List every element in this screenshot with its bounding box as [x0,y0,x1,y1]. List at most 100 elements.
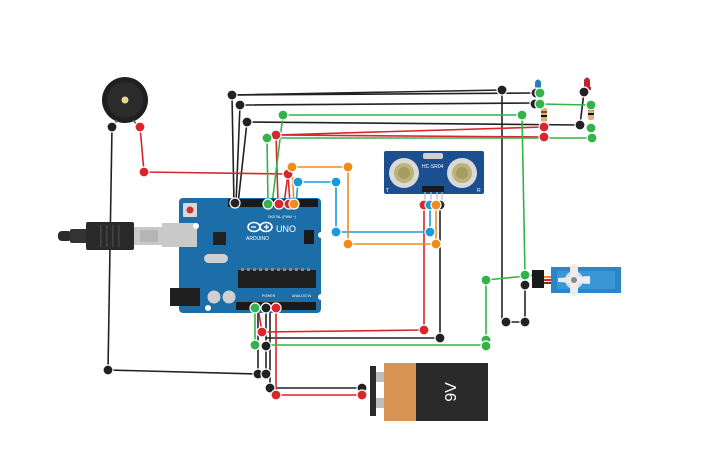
mounting-hole [318,232,324,238]
arduino-uno-board[interactable]: ARDUINO UNO DIGITAL (PWM ~) POWER ANALOG… [162,198,324,313]
wire-green[interactable] [539,103,591,106]
wire-black[interactable] [237,121,248,205]
wire-node[interactable] [586,132,598,144]
mounting-hole [318,294,324,300]
mounting-hole [205,305,211,311]
wire-node[interactable] [574,119,586,131]
sensor-t-label: T [386,188,389,194]
arduino-logo-text: ARDUINO [246,236,269,242]
buzzer[interactable] [102,77,148,128]
wire-node[interactable] [534,98,546,110]
wire-red[interactable] [275,134,545,138]
wire-node[interactable] [134,121,146,133]
wire-node[interactable] [534,87,546,99]
wire-node[interactable] [264,382,276,394]
wire-node[interactable] [330,176,342,188]
wire-node[interactable] [578,86,590,98]
wire-node[interactable] [585,122,597,134]
capacitor [222,290,236,304]
sensor-pin-header [422,186,444,192]
usb-cable[interactable] [58,222,162,250]
wire-red[interactable] [275,126,545,136]
connection-nodes [102,84,598,401]
transmitter-icon [389,158,419,188]
wire-node[interactable] [273,198,285,210]
mounting-hole [193,223,199,229]
battery-9v[interactable]: 9V [370,363,488,421]
wire-node[interactable] [138,166,150,178]
wire-node[interactable] [496,84,508,96]
wire-node[interactable] [356,389,368,401]
buzzer-icon [102,77,148,128]
arduino-logo-icon [247,221,273,233]
wire-node[interactable] [288,198,300,210]
wire-node[interactable] [430,238,442,250]
battery-label: 9V [443,382,460,402]
wire-node[interactable] [226,89,238,101]
wire-node[interactable] [585,99,597,111]
wire-black[interactable] [231,92,537,96]
wire-node[interactable] [434,332,446,344]
wire-node[interactable] [538,121,550,133]
wire-node[interactable] [262,198,274,210]
wire-node[interactable] [330,226,342,238]
wire-black[interactable] [505,284,526,323]
servo-icon [532,264,621,296]
sensor-crystal [423,153,443,159]
wire-node[interactable] [249,302,261,314]
wire-green[interactable] [271,114,284,205]
wire-node[interactable] [286,161,298,173]
wire-node[interactable] [256,326,268,338]
wire-black[interactable] [239,102,536,106]
wire-black[interactable] [231,94,235,205]
wire-node[interactable] [260,302,272,314]
power-jack [170,288,200,306]
wire-node[interactable] [480,274,492,286]
wire-node[interactable] [270,302,282,314]
wire-node[interactable] [292,176,304,188]
wire-node[interactable] [270,389,282,401]
ultrasonic-sensor[interactable]: HC-SR04 T R [384,151,484,205]
receiver-icon [447,158,477,188]
wire-node[interactable] [261,132,273,144]
wire-node[interactable] [106,121,118,133]
resistor[interactable] [541,108,547,122]
wire-node[interactable] [277,109,289,121]
sensor-model-text: HC-SR04 [422,164,444,170]
wire-node[interactable] [500,316,512,328]
wire-black[interactable] [235,104,241,205]
digital-header-label: DIGITAL (PWM ~) [268,215,296,219]
wire-node[interactable] [241,116,253,128]
wire-node[interactable] [519,279,531,291]
wire-node[interactable] [516,109,528,121]
wire-node[interactable] [342,238,354,250]
wire-node[interactable] [480,340,492,352]
analog-header-label: ANALOG IN [292,294,312,298]
usb-chip [213,232,226,245]
servo-motor[interactable] [532,264,621,296]
wire-node[interactable] [418,324,430,336]
wire-node[interactable] [234,99,246,111]
wire-red[interactable] [275,307,363,396]
wire-node[interactable] [249,339,261,351]
wire-node[interactable] [424,226,436,238]
wire-node[interactable] [260,340,272,352]
wire-green[interactable] [266,137,269,205]
usb-plug-icon [58,222,162,250]
wire-node[interactable] [229,197,241,209]
wire-node[interactable] [102,364,114,376]
crystal [204,254,228,263]
wire-node[interactable] [519,269,531,281]
wire-node[interactable] [538,131,550,143]
wire-node[interactable] [260,368,272,380]
capacitor [207,290,221,304]
arduino-model-text: UNO [276,224,296,234]
wire-node[interactable] [342,161,354,173]
wire-node[interactable] [430,199,442,211]
power-header-label: POWER [262,294,276,298]
battery-icon [370,363,488,421]
wire-node[interactable] [519,316,531,328]
reset-button-cap [186,206,194,214]
